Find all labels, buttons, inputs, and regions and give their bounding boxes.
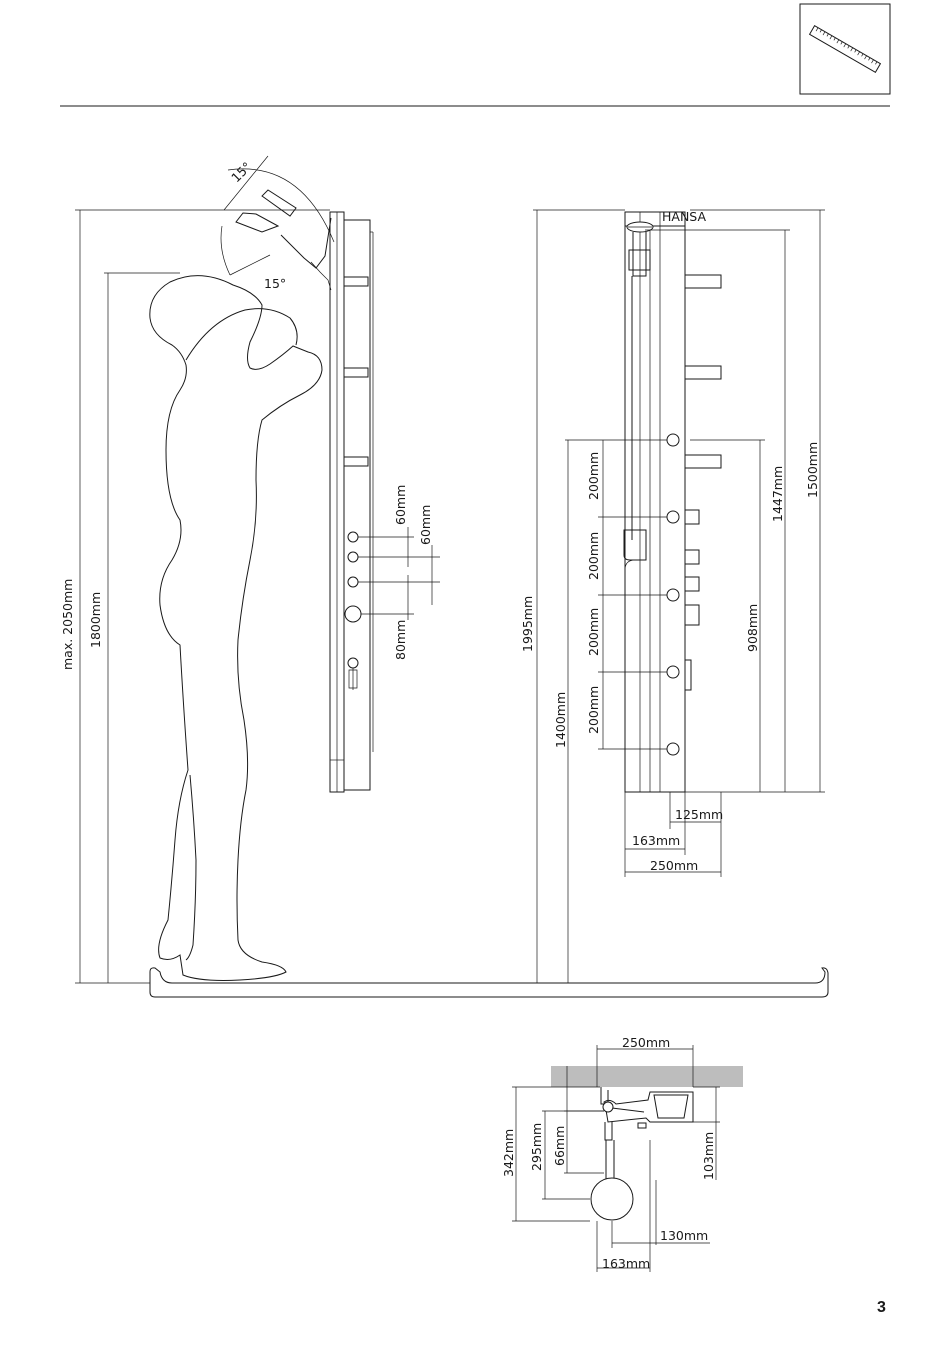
wall-section [551, 1066, 743, 1087]
depth-295-label: 295mm [529, 1123, 544, 1171]
control-knob [348, 577, 358, 587]
shower-head-top-icon [591, 1178, 633, 1220]
offset-163-label: 163mm [602, 1256, 650, 1271]
angle-top-label: 15° [228, 159, 254, 185]
brand-mark: HANSA [662, 209, 706, 224]
hose-connector [348, 658, 358, 668]
offset-130-label: 130mm [660, 1228, 708, 1243]
body-jet-nozzle [667, 511, 679, 523]
hand-shower-icon [236, 213, 278, 232]
panel-front [625, 212, 685, 792]
spacing-60-label: 60mm [393, 485, 408, 525]
shower-arm-height-label: 1447mm [770, 466, 785, 522]
person-height-label: 1800mm [88, 592, 103, 648]
total-height-label: 1995mm [520, 596, 535, 652]
control-height-label: 908mm [745, 604, 760, 652]
depth-342-label: 342mm [501, 1129, 516, 1177]
width-125-label: 125mm [675, 807, 723, 822]
control-knob [348, 532, 358, 542]
nozzle-spacing-label: 200mm [586, 686, 601, 734]
top-view: 250mm 342mm 295mm 66mm 103mm 1 [501, 1035, 743, 1272]
side-view: 15° 15° max. 2050mm 1800mm 60mm 60mm 80m… [60, 156, 440, 983]
nozzle-height-label: 1400mm [553, 692, 568, 748]
body-jet-nozzle [667, 589, 679, 601]
body-jet-nozzle [667, 666, 679, 678]
angle-bottom-label: 15° [264, 276, 286, 291]
top-width-label: 250mm [622, 1035, 670, 1050]
panel-height-label: 1500mm [805, 442, 820, 498]
front-view: HANSA 200mm 200mm 200mm 200mm [520, 209, 825, 983]
control-knob [348, 552, 358, 562]
page-number: 3 [877, 1299, 886, 1316]
spacing-80-label: 80mm [393, 620, 408, 660]
depth-66-label: 66mm [552, 1126, 567, 1166]
person-silhouette [150, 276, 322, 981]
nozzle-spacing-label: 200mm [586, 452, 601, 500]
width-250-label: 250mm [650, 858, 698, 873]
ruler-icon [800, 4, 890, 94]
max-height-label: max. 2050mm [60, 579, 75, 670]
body-jet-nozzle [667, 434, 679, 446]
width-163-label: 163mm [632, 833, 680, 848]
nozzle-spacing-label: 200mm [586, 608, 601, 656]
body-jet-nozzle [667, 743, 679, 755]
depth-103-label: 103mm [701, 1132, 716, 1180]
shower-tray [150, 968, 828, 997]
main-control-knob [345, 606, 361, 622]
nozzle-spacing-label: 200mm [586, 532, 601, 580]
spacing-60-label: 60mm [418, 505, 433, 545]
